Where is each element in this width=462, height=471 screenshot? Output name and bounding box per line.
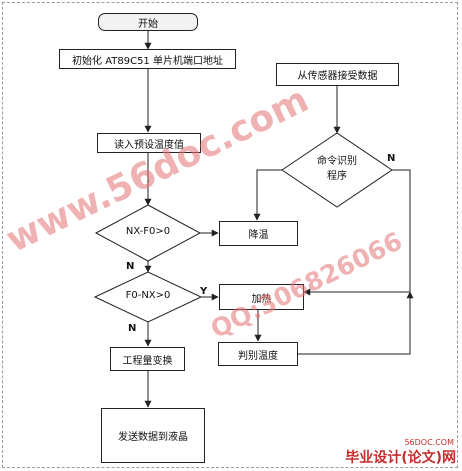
decision2-shape bbox=[93, 271, 203, 323]
send-lcd-node: 发送数据到液晶 bbox=[101, 408, 205, 463]
edge-cmd-cool bbox=[253, 169, 282, 221]
page-frame bbox=[2, 2, 458, 468]
cool-node: 降温 bbox=[219, 221, 298, 246]
receive-sensor-node: 从传感器接受数据 bbox=[276, 63, 399, 86]
decision2-text: F0-NX>0 bbox=[125, 290, 171, 301]
site-logo: 56DOC.COM 毕业设计(论文)网 bbox=[345, 438, 456, 467]
d2-yes-label: Y bbox=[200, 286, 208, 297]
cmd-no-label: N bbox=[387, 153, 396, 164]
start-node: 开始 bbox=[98, 13, 198, 31]
read-preset-node: 读入预设温度值 bbox=[97, 133, 201, 153]
decision1-shape bbox=[94, 204, 202, 262]
judge-temp-node: 判别温度 bbox=[218, 342, 298, 366]
decision1-text: NX-F0>0 bbox=[125, 226, 171, 237]
heat-node: 加热 bbox=[219, 284, 304, 310]
decision-cmd-shape bbox=[281, 132, 393, 208]
logo-small-text: 56DOC.COM bbox=[404, 438, 454, 447]
d2-no-label: N bbox=[128, 323, 137, 334]
init-node: 初始化 AT89C51 单片机端口地址 bbox=[59, 49, 236, 69]
d1-no-label: N bbox=[126, 261, 135, 272]
edge-judge-loop bbox=[298, 291, 414, 355]
eng-convert-node: 工程量变换 bbox=[110, 347, 185, 371]
logo-main-text: 毕业设计(论文)网 bbox=[345, 450, 456, 466]
edge-cmd-n-heat bbox=[303, 169, 411, 296]
cmd-identify-text: 命令识别 程序 bbox=[317, 156, 357, 182]
